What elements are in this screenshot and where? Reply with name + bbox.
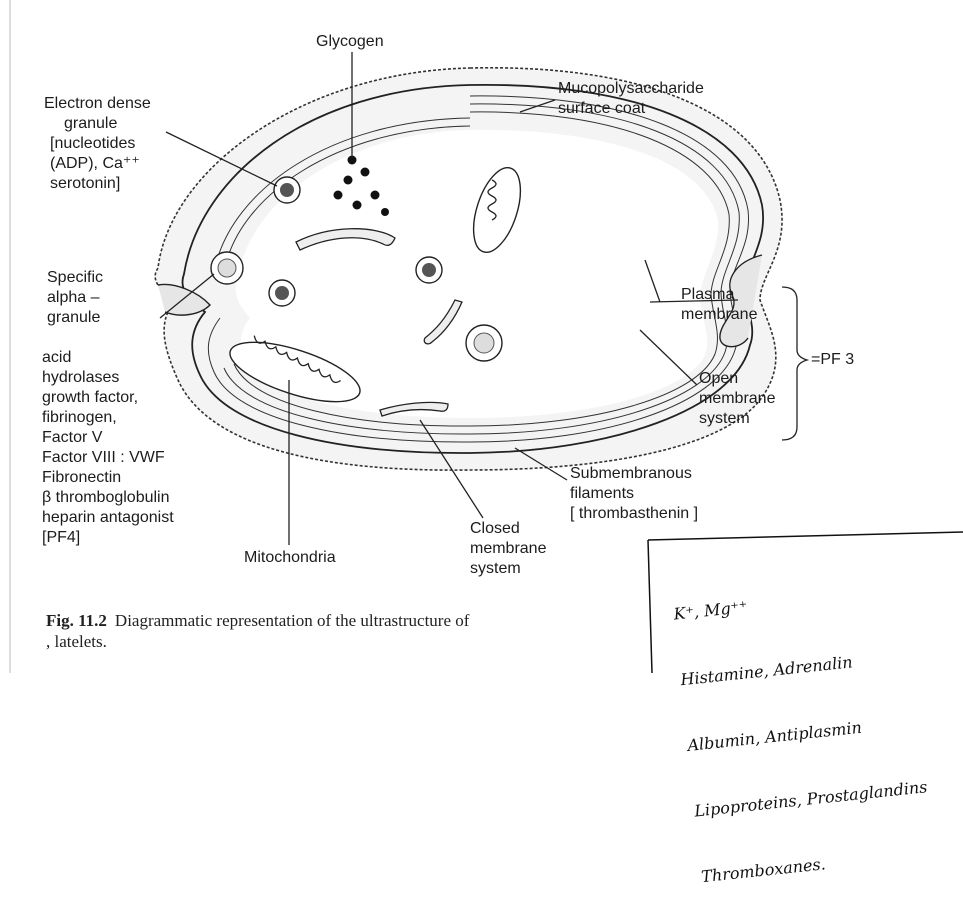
- label-line: hydrolases: [42, 368, 174, 388]
- label-line: membrane: [470, 539, 546, 559]
- label-line: Factor VIII : VWF: [42, 448, 174, 468]
- platelet-diagram: Glycogen Mucopolysaccharide surface coat…: [0, 0, 963, 673]
- label-open-membrane-system: Open membrane system: [699, 369, 775, 429]
- label-line: heparin antagonist: [42, 508, 174, 528]
- label-line: Submembranous: [570, 464, 698, 484]
- handwritten-note: K⁺, Mg⁺⁺ Histamine, Adrenalin Albumin, A…: [668, 536, 938, 910]
- label-alpha-granule-contents: acid hydrolases growth factor, fibrinoge…: [42, 348, 174, 548]
- label-line: [ thrombasthenin ]: [570, 504, 698, 524]
- label-line: (ADP), Ca⁺⁺: [50, 154, 157, 174]
- label-specific-alpha-granule: Specific alpha – granule: [47, 268, 103, 328]
- label-line: system: [699, 409, 775, 429]
- label-plasma-membrane: Plasma membrane: [681, 285, 757, 325]
- note-line: Albumin, Antiplasmin: [686, 711, 921, 757]
- label-line: Plasma: [681, 285, 757, 305]
- label-line: system: [470, 559, 546, 579]
- label-line: Open: [699, 369, 775, 389]
- label-line: Electron dense: [44, 94, 151, 114]
- pf3-brace: [782, 287, 807, 440]
- label-line: membrane: [681, 305, 757, 325]
- label-line: growth factor,: [42, 388, 174, 408]
- label-line: acid: [42, 348, 174, 368]
- label-line: [PF4]: [42, 528, 174, 548]
- label-line: fibrinogen,: [42, 408, 174, 428]
- label-line: Closed: [470, 519, 546, 539]
- label-line: granule: [64, 114, 171, 134]
- label-line: Specific: [47, 268, 103, 288]
- label-glycogen: Glycogen: [316, 32, 384, 52]
- label-submembranous-filaments: Submembranous filaments [ thrombasthenin…: [570, 464, 698, 524]
- note-line: K⁺, Mg⁺⁺: [673, 579, 908, 625]
- label-line: granule: [47, 308, 103, 328]
- note-line: Lipoproteins, Prostaglandins: [693, 776, 928, 822]
- figure-number: Fig. 11.2: [46, 611, 107, 630]
- label-line: filaments: [570, 484, 698, 504]
- note-line: Thromboxanes.: [700, 842, 935, 888]
- label-closed-membrane-system: Closed membrane system: [470, 519, 546, 579]
- caption-text: Diagrammatic representation of the ultra…: [115, 611, 470, 630]
- label-line: Mucopolysaccharide: [558, 79, 704, 99]
- caption-text-line2: , latelets.: [46, 632, 107, 651]
- label-line: Factor V: [42, 428, 174, 448]
- label-mitochondria: Mitochondria: [244, 548, 336, 568]
- label-line: serotonin]: [50, 174, 157, 194]
- label-line: [nucleotides: [50, 134, 157, 154]
- label-line: membrane: [699, 389, 775, 409]
- label-line: Fibronectin: [42, 468, 174, 488]
- label-line: surface coat: [558, 99, 704, 119]
- label-electron-dense-granule: Electron dense granule [nucleotides (ADP…: [44, 94, 151, 194]
- figure-caption: Fig. 11.2 Diagrammatic representation of …: [46, 610, 646, 652]
- label-mucopolysaccharide: Mucopolysaccharide surface coat: [558, 79, 704, 119]
- label-pf3: =PF 3: [811, 350, 854, 370]
- label-line: β thromboglobulin: [42, 488, 174, 508]
- label-line: alpha –: [47, 288, 103, 308]
- note-line: Histamine, Adrenalin: [679, 645, 914, 691]
